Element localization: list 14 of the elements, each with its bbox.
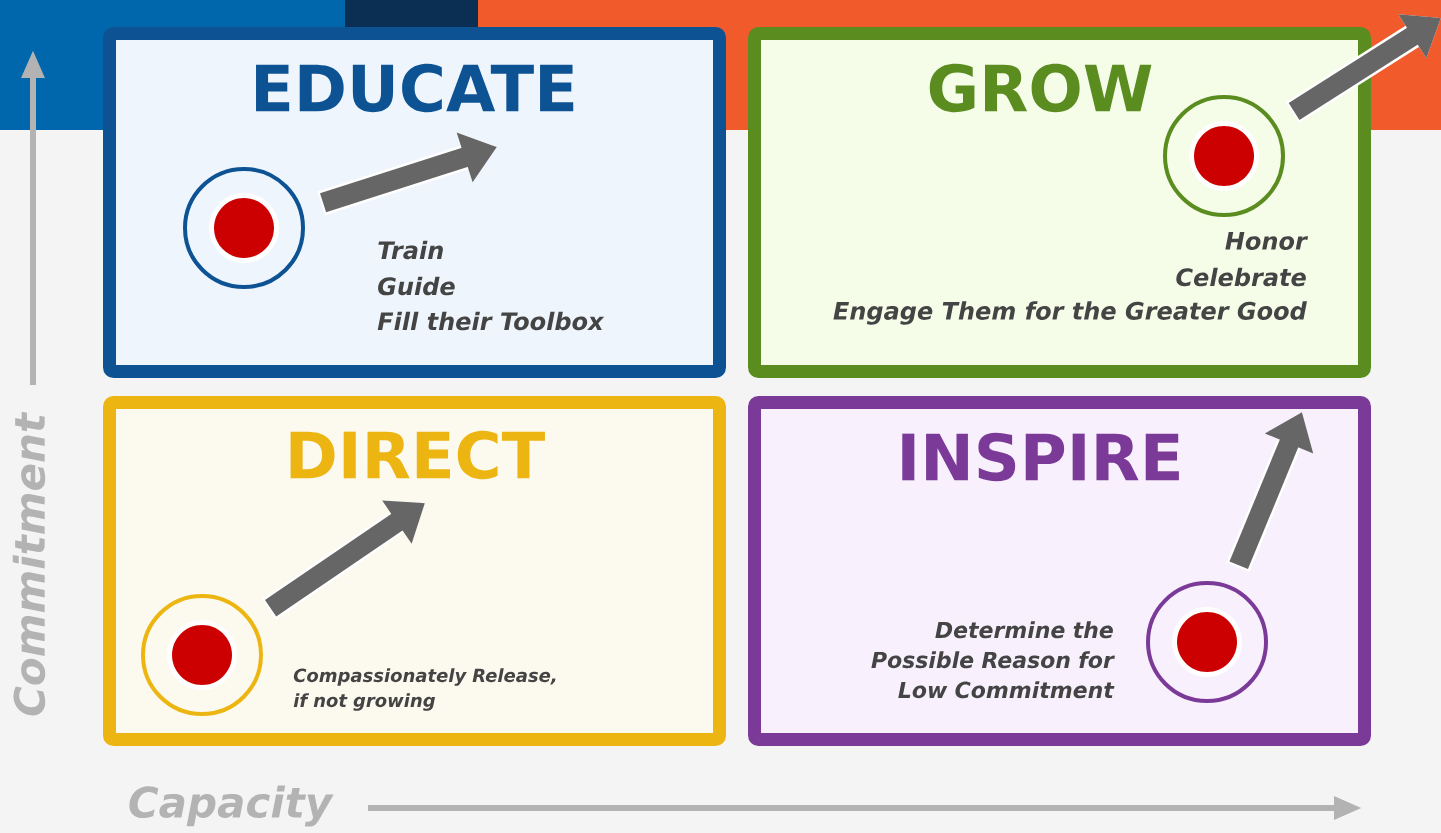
target-icon: [1146, 581, 1268, 703]
target-icon: [1163, 95, 1285, 217]
item-text: Fill their Toolbox: [377, 311, 605, 331]
axis-label: Capacity: [129, 785, 334, 827]
target-icon: [183, 167, 305, 289]
axis-label: Commitment: [12, 411, 46, 716]
item-text: Train: [378, 240, 443, 260]
target-icon: [141, 594, 263, 716]
item-text: Compassionately Release, if not growing: [293, 668, 556, 711]
item-text: Honor: [1225, 232, 1309, 250]
item-text: Determine the Possible Reason for Low Commitment: [871, 621, 1115, 699]
item-text: Engage Them for the Greater Good: [833, 301, 1307, 325]
item-text: Celebrate: [1176, 267, 1306, 287]
item-text: Guide: [378, 276, 455, 296]
